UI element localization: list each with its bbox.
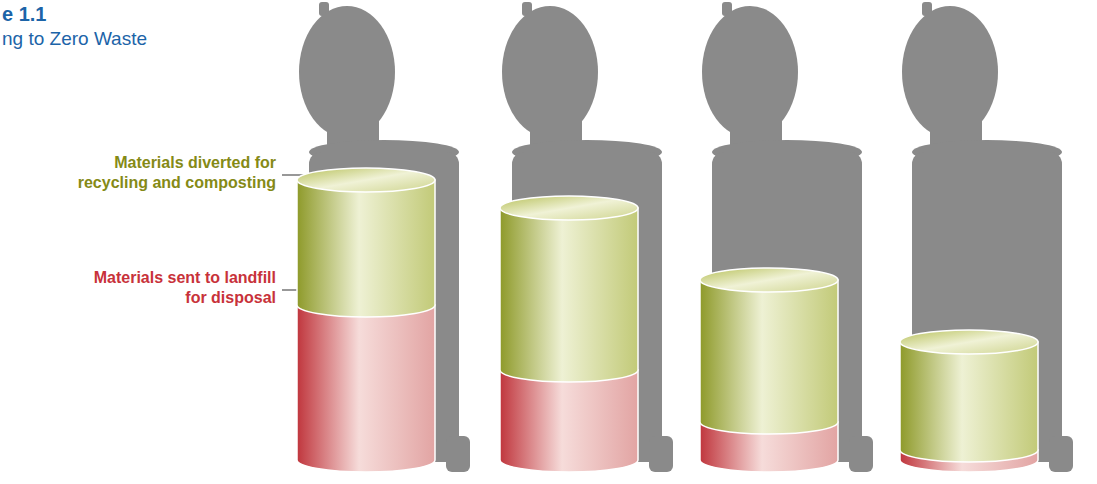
trash-can — [297, 2, 470, 472]
trash-can — [700, 2, 873, 472]
trash-can — [500, 2, 673, 472]
figure-number: e 1.1 — [2, 2, 122, 27]
callout-label: Materials sent to landfill for disposal — [84, 268, 276, 308]
figure-title: ng to Zero Waste — [2, 27, 222, 51]
callout-label: Materials diverted for recycling and com… — [54, 153, 276, 193]
trash-can — [900, 2, 1073, 472]
